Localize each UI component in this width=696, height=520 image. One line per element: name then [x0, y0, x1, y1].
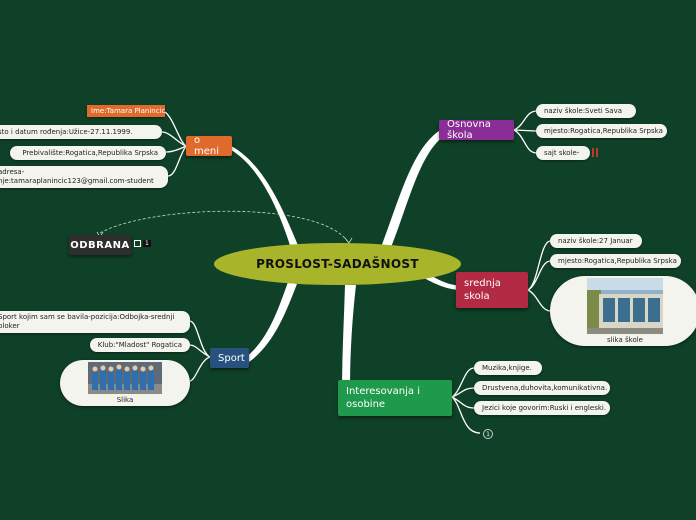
- note-count-indicator[interactable]: 1: [134, 240, 151, 247]
- leaf-srednja-mjesto[interactable]: mjesto:Rogatica,Republika Srpska: [550, 254, 681, 268]
- branch-osnovna: [380, 129, 448, 250]
- leaf-rodjenje[interactable]: sto i datum rođenja:Užice-27.11.1999.: [0, 125, 162, 139]
- topic-sport[interactable]: Sport: [210, 348, 249, 368]
- leaf-osnovna-naziv[interactable]: naziv škole:Sveti Sava: [536, 104, 636, 118]
- branch-sport: [245, 282, 297, 362]
- branch-interesovanja: [342, 285, 356, 390]
- note-icon: [134, 240, 141, 247]
- leaf-osnovna-sajt[interactable]: sajt skole-: [536, 146, 590, 160]
- school-building-photo: [587, 278, 663, 334]
- topic-interesovanja[interactable]: Interesovanja i osobine: [338, 380, 452, 416]
- topic-osnovna-skola[interactable]: Osnovna škola: [439, 119, 514, 141]
- team-image-card[interactable]: Slika: [60, 360, 190, 406]
- leaf-interes-3[interactable]: Jezici koje govorim:Ruski i engleski.: [474, 401, 610, 415]
- collapsed-count-badge[interactable]: 1: [483, 429, 493, 439]
- link-icon[interactable]: [592, 148, 598, 157]
- leaf-adresa[interactable]: adresa- nje:tamaraplanincic123@gmail.com…: [0, 166, 168, 188]
- leaf-sport-pozicija[interactable]: Sport kojim sam se bavila-pozicija:Odboj…: [0, 311, 190, 333]
- school-image-caption: slika škole: [607, 336, 643, 344]
- relationship-arrow: [99, 210, 349, 243]
- leaf-ime[interactable]: Ime:Tamara Planincic: [87, 105, 165, 117]
- leaf-interes-2[interactable]: Drustvena,duhovita,komunikativna.: [474, 381, 610, 395]
- central-topic-label: PROSLOST-SADAŠNOST: [256, 257, 419, 271]
- topic-o-meni-label: o meni: [194, 135, 220, 157]
- leaf-sport-klub[interactable]: Klub:"Mladost" Rogatica: [90, 338, 190, 352]
- branch-o-meni: [225, 143, 300, 252]
- topic-odbrana[interactable]: ODBRANA: [69, 235, 131, 255]
- central-topic[interactable]: PROSLOST-SADAŠNOST: [214, 243, 461, 285]
- topic-o-meni[interactable]: o meni: [186, 135, 232, 157]
- topic-srednja-skola[interactable]: srednja skola: [456, 272, 528, 308]
- team-photo: [88, 362, 162, 394]
- leaf-osnovna-mjesto[interactable]: mjesto:Rogatica,Republika Srpska: [536, 124, 667, 138]
- school-image-card[interactable]: slika škole: [550, 276, 696, 346]
- team-image-caption: Slika: [116, 396, 134, 404]
- leaf-interes-1[interactable]: Muzika,knjige.: [474, 361, 542, 375]
- leaf-prebivaliste[interactable]: Prebivalište:Rogatica,Republika Srpska: [10, 146, 166, 160]
- leaf-srednja-naziv[interactable]: naziv škole:27 Januar: [550, 234, 642, 248]
